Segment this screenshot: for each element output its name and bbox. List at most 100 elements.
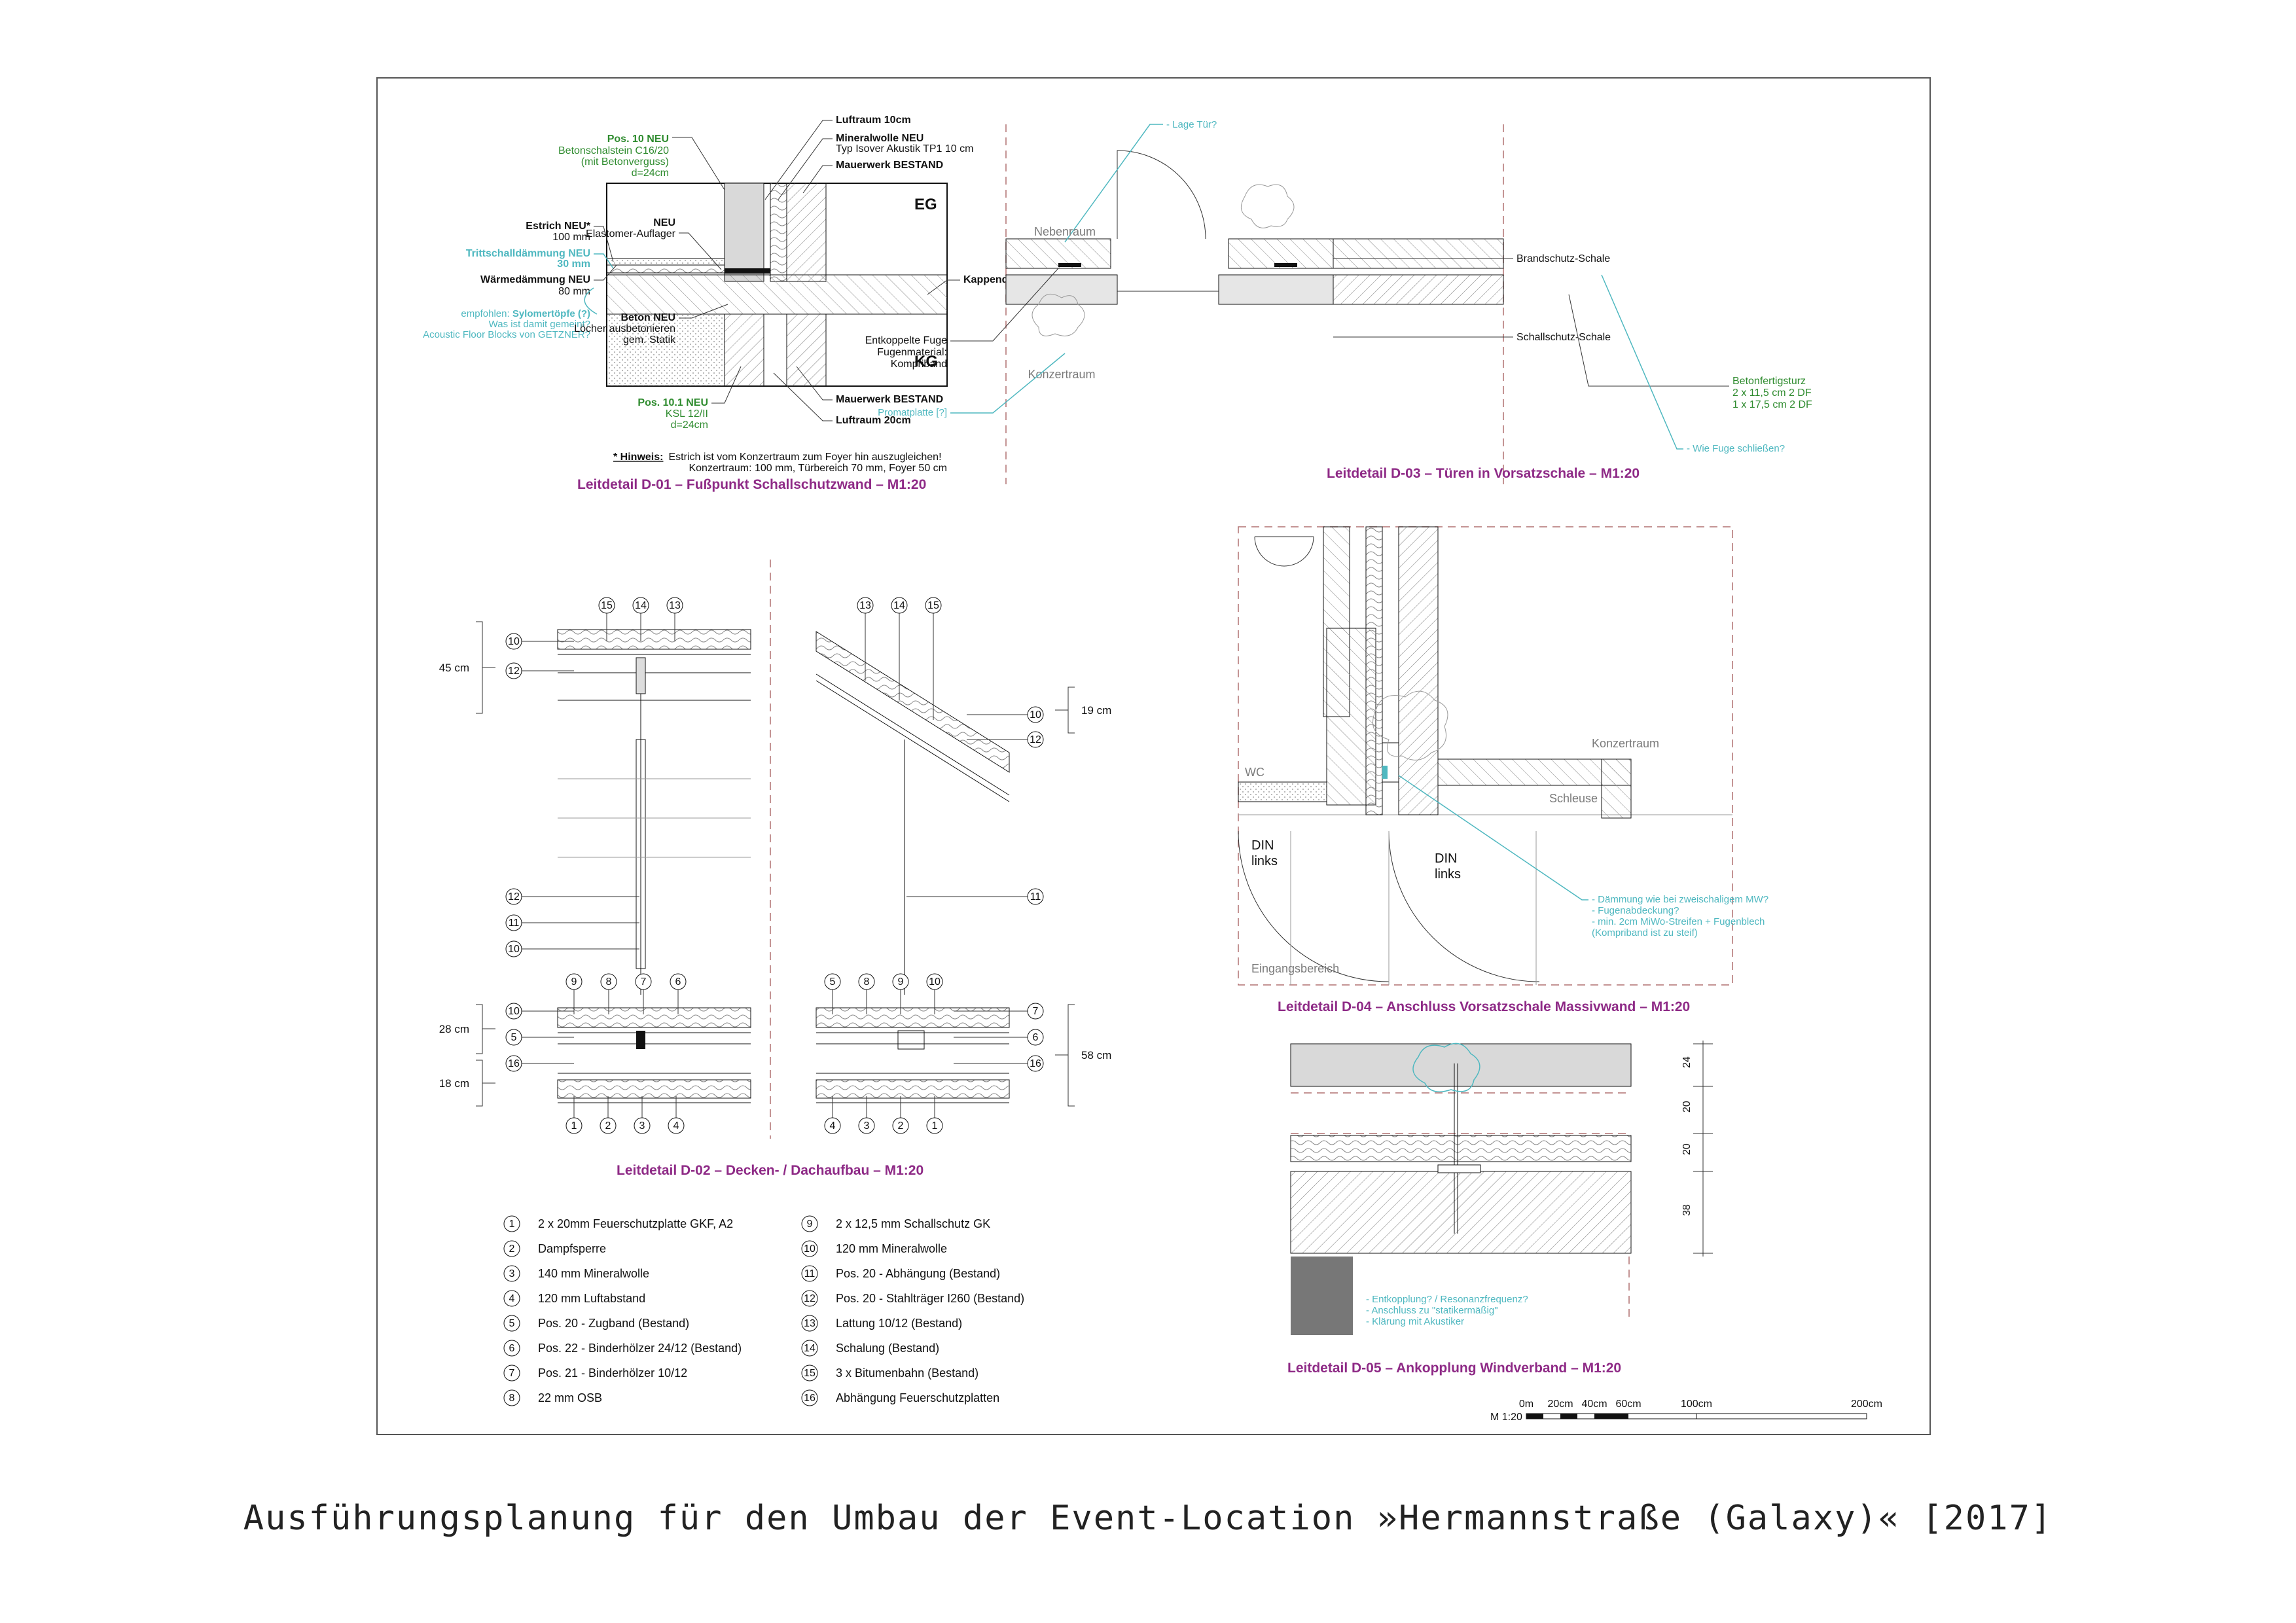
scale-tick-4: 100cm xyxy=(1681,1399,1712,1410)
legend-marker-6: 6 xyxy=(503,1340,520,1357)
d03-sturz-l1: Betonfertigsturz xyxy=(1732,376,1806,387)
svg-text:11: 11 xyxy=(509,918,520,929)
callout-r_top-13: 13 xyxy=(857,597,874,614)
page-caption: Ausführungsplanung für den Umbau der Eve… xyxy=(243,1499,2053,1538)
legend-marker-11: 11 xyxy=(801,1265,818,1282)
eg-label: EG xyxy=(914,196,937,213)
legend-text-13: Lattung 10/12 (Bestand) xyxy=(836,1317,962,1330)
d03-promat: Promatplatte [?] xyxy=(878,407,947,418)
callout-l_mid_top-6: 6 xyxy=(670,973,687,990)
svg-text:14: 14 xyxy=(635,600,647,611)
legend-marker-13: 13 xyxy=(801,1315,818,1332)
d04-din-left-1: DIN xyxy=(1251,838,1274,853)
svg-text:10: 10 xyxy=(1030,709,1041,721)
d01-empf-l2: Was ist damit gemeint? xyxy=(489,319,590,330)
svg-text:6: 6 xyxy=(1033,1032,1039,1043)
callout-r_side_low-7: 7 xyxy=(1027,1003,1044,1020)
svg-text:12: 12 xyxy=(508,891,520,902)
d02-dim-28: 28 cm xyxy=(439,1023,469,1035)
callout-l_side_low-5: 5 xyxy=(505,1029,522,1046)
d03-nebenraum: Nebenraum xyxy=(1034,225,1096,238)
legend-text-5: Pos. 20 - Zugband (Bestand) xyxy=(538,1317,689,1330)
callout-l_side_low-16: 16 xyxy=(505,1055,522,1072)
svg-text:12: 12 xyxy=(1030,734,1041,745)
legend-marker-1: 1 xyxy=(503,1215,520,1232)
svg-text:1: 1 xyxy=(509,1219,515,1230)
d01-empf-l3: Acoustic Floor Blocks von GETZNER? xyxy=(423,329,590,340)
svg-text:10: 10 xyxy=(804,1243,816,1255)
callout-r_bottom-4: 4 xyxy=(824,1117,841,1134)
d04-din-right-1: DIN xyxy=(1435,851,1457,866)
plan-drawing: EG KG Pos. 10 NEU Betonschalstein C16/20… xyxy=(423,115,1882,1423)
svg-text:1: 1 xyxy=(932,1120,938,1132)
callout-r_side_low-16: 16 xyxy=(1027,1055,1044,1072)
callout-l_bottom-1: 1 xyxy=(565,1117,583,1134)
d04-eingang: Eingangsbereich xyxy=(1251,962,1339,975)
d01-pos10-l2: (mit Betonverguss) xyxy=(581,156,669,168)
detail-d04: Konzertraum WC Schleuse DIN links DIN li… xyxy=(1238,526,1768,1014)
svg-text:6: 6 xyxy=(509,1343,515,1354)
legend-marker-2: 2 xyxy=(503,1240,520,1257)
d01-luftraum20: Luftraum 20cm xyxy=(836,415,911,426)
callout-l_bottom-2: 2 xyxy=(600,1117,617,1134)
d01-title: Leitdetail D-01 – Fußpunkt Schallschutzw… xyxy=(577,477,926,492)
svg-text:3: 3 xyxy=(509,1268,515,1279)
d03-brandschutz: Brandschutz-Schale xyxy=(1516,253,1610,264)
d04-note2: - Fugenabdeckung? xyxy=(1592,905,1679,916)
d03-sturz-l3: 1 x 17,5 cm 2 DF xyxy=(1732,399,1812,410)
legend-marker-7: 7 xyxy=(503,1364,520,1382)
d03-lage-tuer: - Lage Tür? xyxy=(1166,119,1217,130)
d03-sturz-l2: 2 x 11,5 cm 2 DF xyxy=(1732,387,1812,399)
d01-neu-sub: Elastomer-Auflager xyxy=(586,228,676,240)
legend-text-4: 120 mm Luftabstand xyxy=(538,1292,645,1305)
svg-text:2: 2 xyxy=(605,1120,611,1132)
svg-text:5: 5 xyxy=(830,976,836,988)
callout-r_top-15: 15 xyxy=(925,597,942,614)
drawing-sheet: EG KG Pos. 10 NEU Betonschalstein C16/20… xyxy=(376,77,1931,1435)
svg-text:2: 2 xyxy=(509,1243,515,1255)
svg-text:5: 5 xyxy=(511,1032,517,1043)
svg-text:6: 6 xyxy=(675,976,681,988)
d02-title: Leitdetail D-02 – Decken- / Dachaufbau –… xyxy=(617,1163,924,1178)
svg-text:2: 2 xyxy=(898,1120,904,1132)
d04-title: Leitdetail D-04 – Anschluss Vorsatzschal… xyxy=(1278,999,1690,1014)
detail-d05: 24 20 20 38 - Entkopplung? / Resonanzfre… xyxy=(1287,1041,1713,1376)
svg-text:11: 11 xyxy=(804,1268,816,1279)
kg-label: KG xyxy=(914,353,938,370)
legend-marker-4: 4 xyxy=(503,1290,520,1307)
legend-text-9: 2 x 12,5 mm Schallschutz GK xyxy=(836,1217,990,1230)
callout-r_top-14: 14 xyxy=(891,597,908,614)
callout-r_mid_top-5: 5 xyxy=(824,973,841,990)
d01-hinweis-l1: * Hinweis:Estrich ist vom Konzertraum zu… xyxy=(613,452,942,463)
callout-r_side_top-12: 12 xyxy=(1027,731,1044,748)
d01-neu-head: NEU xyxy=(653,217,675,228)
svg-text:8: 8 xyxy=(864,976,870,988)
svg-text:14: 14 xyxy=(804,1343,816,1354)
callout-r_bottom-1: 1 xyxy=(926,1117,943,1134)
d05-dim-20b: 20 xyxy=(1681,1143,1693,1155)
svg-text:10: 10 xyxy=(508,944,520,955)
d01-pos101-head: Pos. 10.1 NEU xyxy=(637,397,708,408)
scale-label: M 1:20 xyxy=(1490,1412,1522,1423)
legend-marker-16: 16 xyxy=(801,1389,818,1406)
d04-note1: - Dämmung wie bei zweischaligem MW? xyxy=(1592,894,1768,905)
d01-tritt-head: Trittschalldämmung NEU xyxy=(466,248,590,259)
legend-text-12: Pos. 20 - Stahlträger I260 (Bestand) xyxy=(836,1292,1024,1305)
legend-text-6: Pos. 22 - Binderhölzer 24/12 (Bestand) xyxy=(538,1342,742,1355)
d05-dim-20a: 20 xyxy=(1681,1101,1693,1113)
scale-tick-0: 0m xyxy=(1519,1399,1534,1410)
callout-l_top-14: 14 xyxy=(632,597,649,614)
d04-note4: (Kompriband ist zu steif) xyxy=(1592,927,1698,938)
svg-text:12: 12 xyxy=(804,1293,816,1304)
d01-estrich-head: Estrich NEU* xyxy=(526,221,590,232)
svg-text:10: 10 xyxy=(929,976,941,988)
d04-note3: - min. 2cm MiWo-Streifen + Fugenblech xyxy=(1592,916,1765,927)
d04-din-right-2: links xyxy=(1435,867,1461,882)
legend-text-1: 2 x 20mm Feuerschutzplatte GKF, A2 xyxy=(538,1217,733,1230)
d01-beton-head: Beton NEU xyxy=(620,312,675,323)
callout-r_bottom-2: 2 xyxy=(892,1117,909,1134)
svg-text:15: 15 xyxy=(804,1368,816,1379)
callout-l_side_mid-11: 11 xyxy=(505,914,522,931)
